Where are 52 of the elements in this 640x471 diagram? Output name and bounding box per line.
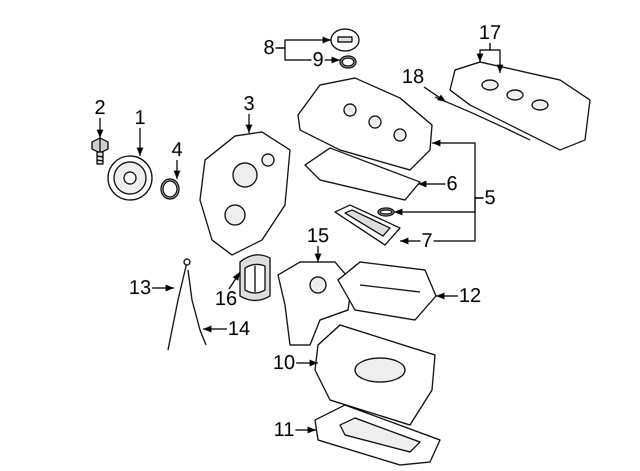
leader-line xyxy=(295,426,316,434)
callout-number: 6 xyxy=(445,174,459,194)
callout-number: 3 xyxy=(242,94,256,114)
oil-pan-drawing xyxy=(314,404,441,466)
callout-number: 2 xyxy=(93,98,107,118)
callout-number: 11 xyxy=(272,420,296,440)
gasket-drawing xyxy=(304,147,421,201)
leader-line xyxy=(489,43,504,73)
baffle-drawing xyxy=(337,261,437,321)
callout-number: 12 xyxy=(458,286,482,306)
dipstick-tube-drawing xyxy=(187,270,207,346)
pulley-drawing xyxy=(107,155,153,201)
leader-line xyxy=(96,118,104,138)
leader-line xyxy=(136,128,144,156)
leader-line xyxy=(324,56,340,64)
gasket-drawing xyxy=(434,96,530,141)
callout-number: 7 xyxy=(420,231,434,251)
intake-manifold-drawing xyxy=(449,61,591,151)
leader-line xyxy=(400,238,420,244)
leader-line xyxy=(424,86,446,102)
leader-line xyxy=(436,292,458,300)
callout-number: 18 xyxy=(400,67,426,87)
o-ring-drawing xyxy=(160,178,180,200)
callout-number: 14 xyxy=(226,319,252,339)
leader-line xyxy=(434,197,484,242)
callout-number: 5 xyxy=(483,188,497,208)
leader-line xyxy=(228,272,240,290)
seal-ring-drawing xyxy=(339,55,357,69)
callout-number: 10 xyxy=(272,353,296,373)
callout-number: 9 xyxy=(311,50,325,70)
leader-line xyxy=(314,246,322,262)
cap-drawing xyxy=(330,28,360,52)
callout-number: 15 xyxy=(306,226,330,246)
leader-line xyxy=(296,360,318,366)
callout-number: 17 xyxy=(478,23,502,43)
dipstick-drawing xyxy=(167,258,191,350)
callout-number: 1 xyxy=(133,108,147,128)
seal-drawing xyxy=(377,207,395,217)
leader-line xyxy=(174,160,180,179)
callout-number: 8 xyxy=(262,38,276,58)
callout-number: 4 xyxy=(170,140,184,160)
timing-cover-drawing xyxy=(199,131,291,256)
leader-line xyxy=(418,180,446,188)
leader-line xyxy=(152,284,174,292)
cover-drawing xyxy=(239,254,271,302)
callout-number: 13 xyxy=(128,278,152,298)
callout-number: 16 xyxy=(214,289,238,309)
gasket-drawing xyxy=(334,204,401,246)
leader-line xyxy=(246,114,252,133)
leader-line xyxy=(276,47,312,61)
bolt-drawing xyxy=(91,137,109,165)
leader-line xyxy=(203,326,227,332)
